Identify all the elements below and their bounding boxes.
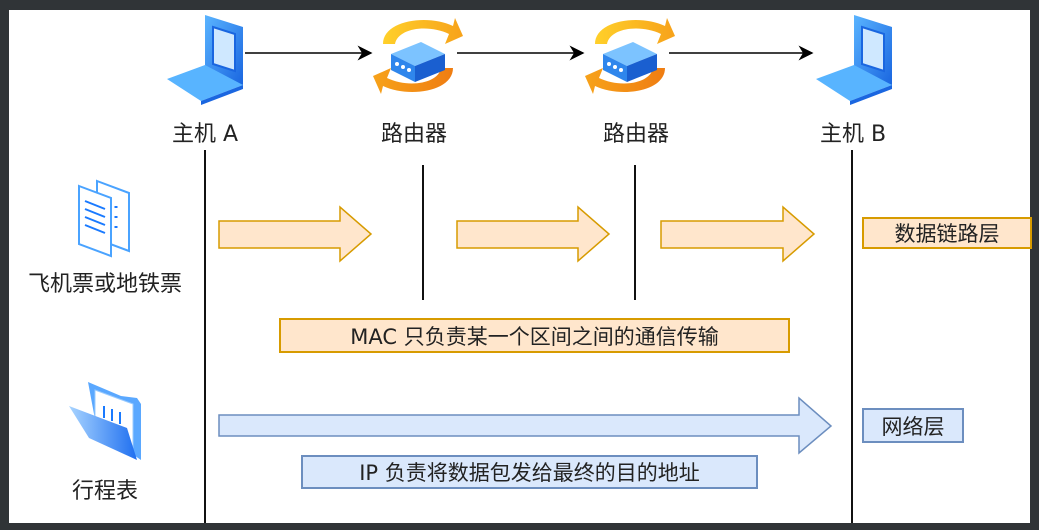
router-2-label: 路由器 [602, 122, 670, 147]
router-1-lifeline [422, 165, 424, 300]
itinerary-label: 行程表 [71, 479, 139, 504]
ticket-label: 飞机票或地铁票 [27, 272, 183, 297]
router-2-lifeline [634, 165, 636, 300]
data-link-arrow-3 [660, 205, 816, 263]
laptop-icon-host-a [167, 15, 243, 105]
data-link-layer-label: 数据链路层 [862, 217, 1032, 249]
data-link-arrow-2 [456, 205, 611, 263]
router-icon-1 [373, 18, 463, 94]
host-a-label: 主机 A [171, 122, 239, 147]
network-layer-label: 网络层 [862, 408, 964, 443]
diagram-graphics [69, 15, 892, 460]
host-a-lifeline [204, 150, 206, 523]
router-1-label: 路由器 [380, 122, 448, 147]
mac-note: MAC 只负责某一个区间之间的通信传输 [279, 318, 790, 353]
folder-icon [69, 382, 141, 460]
ip-note: IP 负责将数据包发给最终的目的地址 [301, 455, 758, 489]
laptop-icon-host-b [816, 15, 892, 105]
host-b-lifeline [851, 150, 853, 523]
document-icon [78, 179, 130, 258]
diagram-canvas: 主机 A 路由器 路由器 主机 B 飞机票或地铁票 行程表 数据链路层 MAC … [9, 10, 1032, 523]
data-link-arrow-1 [218, 205, 373, 263]
router-icon-2 [585, 18, 675, 94]
host-b-label: 主机 B [819, 122, 887, 147]
network-arrow [218, 396, 833, 455]
